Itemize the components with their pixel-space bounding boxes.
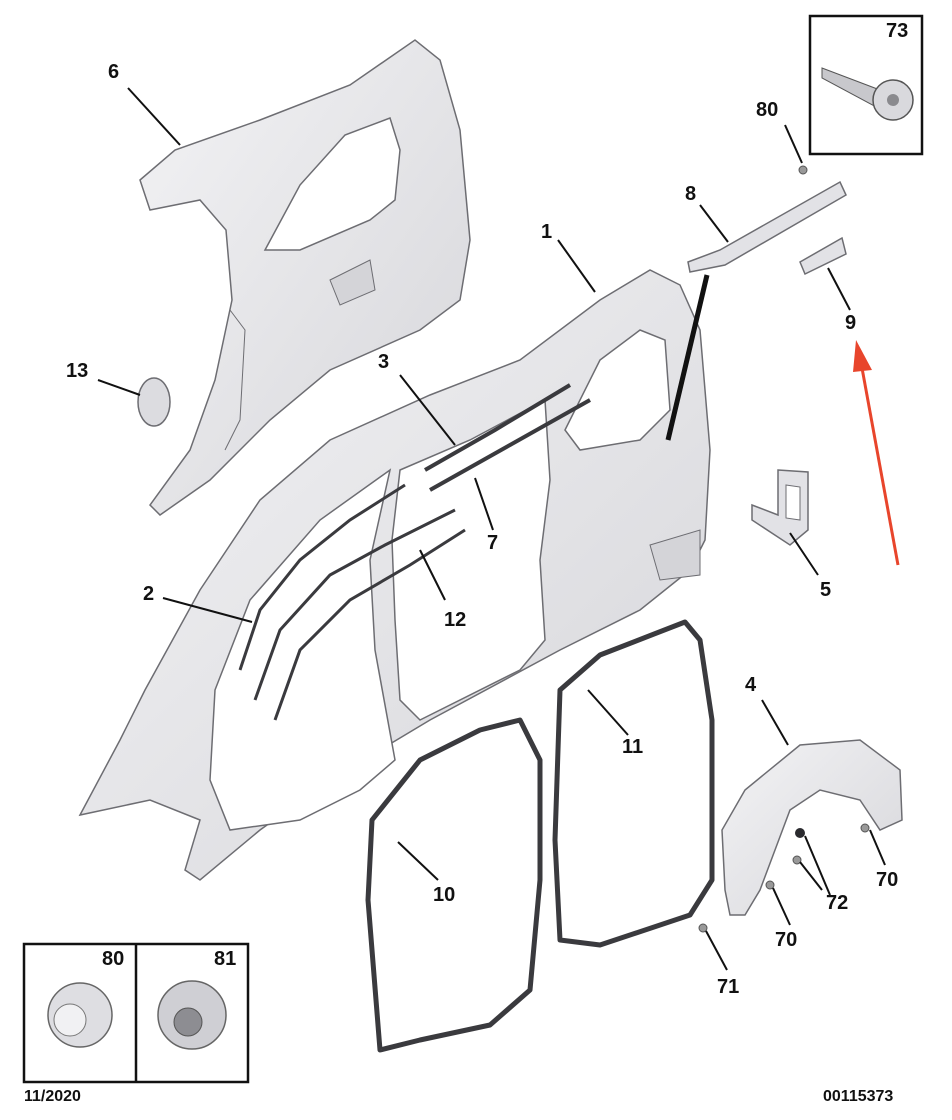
callout-11: 11 (622, 736, 644, 758)
callout-71: 71 (717, 976, 740, 998)
callout-12: 12 (444, 609, 467, 631)
callout-5: 5 (820, 579, 832, 601)
part-7-upper-seal (429, 398, 591, 492)
part-6-rear-quarter-panel (139, 39, 471, 516)
leader-lines (97, 87, 886, 971)
callout-9: 9 (845, 312, 857, 334)
callout-80-top: 80 (756, 99, 779, 121)
inset-73-screw (808, 14, 924, 156)
part-2-front-seal (238, 483, 406, 671)
callout-7: 7 (487, 532, 499, 554)
footer-reference: 00115373 (823, 1088, 894, 1105)
fastener-70-clip-a (860, 823, 870, 833)
part-10-front-door-seal (365, 717, 543, 1053)
inset-label-81: 81 (214, 948, 237, 970)
red-arrow-icon (853, 340, 900, 566)
inset-80-81-clips (22, 942, 250, 1084)
callout-6: 6 (108, 61, 120, 83)
part-4-wheel-arch-liner (721, 739, 903, 916)
part-11-rear-door-seal (552, 619, 715, 948)
inset-label-73: 73 (886, 20, 909, 42)
footer-date: 11/2020 (24, 1088, 81, 1105)
callout-8: 8 (685, 183, 697, 205)
fastener-70-clip-b (765, 880, 775, 890)
fastener-71-clip (698, 923, 708, 933)
callout-70-right: 70 (876, 869, 899, 891)
callout-3: 3 (378, 351, 390, 373)
part-3-upper-seal (424, 383, 572, 472)
callout-13: 13 (66, 360, 89, 382)
callout-72: 72 (826, 892, 849, 914)
fastener-80-clip (798, 165, 808, 175)
callout-2: 2 (143, 583, 155, 605)
callout-4: 4 (745, 674, 757, 696)
callout-1: 1 (541, 221, 553, 243)
inset-label-80: 80 (102, 948, 125, 970)
callout-70-lower: 70 (775, 929, 798, 951)
callout-10: 10 (433, 884, 456, 906)
part-9-trim-piece (799, 236, 847, 276)
part-12-seal (253, 508, 466, 721)
part-8-trim-strip (665, 180, 847, 441)
part-13-round-plug (137, 377, 171, 427)
fastener-72-nut (795, 828, 805, 838)
part-5-bracket (751, 469, 809, 546)
fastener-72-clip (792, 855, 802, 865)
